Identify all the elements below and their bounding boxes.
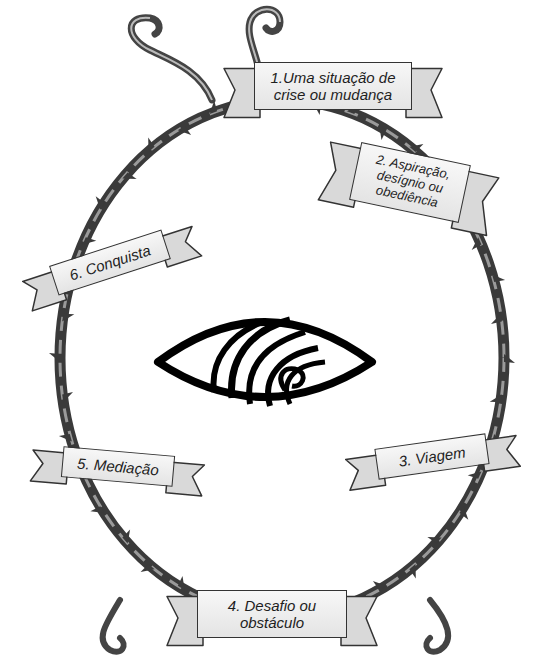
vine-curl <box>131 18 212 100</box>
thorn <box>409 564 415 578</box>
stage-label: 6. Conquista <box>60 238 160 285</box>
eye-symbol <box>158 320 372 406</box>
stage-label: 4. Desafio ou obstáculo <box>206 597 338 632</box>
thorn <box>96 196 105 209</box>
thorn <box>59 434 72 442</box>
stage-label: 1.Uma situação de crise ou mudança <box>263 69 403 104</box>
thorn <box>141 564 155 572</box>
ribbon-banner: 5. Mediação <box>61 446 175 487</box>
thorn <box>178 576 185 590</box>
vine-highlight <box>131 18 212 100</box>
ribbon-tails <box>23 69 521 646</box>
stage-label: 2. Aspiração, desígnio ou obediência <box>359 150 460 213</box>
thorn <box>427 537 441 544</box>
vine-ring <box>60 100 504 616</box>
vine-curl <box>103 600 124 652</box>
thorn <box>409 144 423 152</box>
thorn <box>148 138 154 152</box>
thorn <box>122 530 130 544</box>
thorn <box>49 353 60 362</box>
vine-curl <box>426 600 448 652</box>
thorn <box>122 173 136 180</box>
thorns <box>49 89 515 627</box>
ribbon-banner: 3. Viagem <box>374 433 489 480</box>
thorn <box>472 237 482 250</box>
thorn <box>62 314 74 322</box>
ribbon-banner: 2. Aspiração, desígnio ou obediência <box>349 141 471 222</box>
ribbon-tail <box>23 226 202 310</box>
thorn <box>83 237 97 244</box>
thorn <box>490 394 502 402</box>
ribbon-tail <box>318 142 499 235</box>
thorn <box>379 126 386 140</box>
vine-texture <box>60 100 504 616</box>
thorn <box>62 392 73 402</box>
thorn <box>491 314 502 324</box>
thorn <box>373 581 386 590</box>
thorn <box>90 506 104 513</box>
stage-label: 5. Mediação <box>70 453 165 478</box>
thorn <box>178 126 191 135</box>
ribbon-banner: 4. Desafio ou obstáculo <box>197 590 347 639</box>
thorn <box>460 506 469 519</box>
thorn <box>492 274 505 282</box>
ribbon-banner: 1.Uma situação de crise ou mudança <box>254 62 412 111</box>
ribbon-banner: 6. Conquista <box>49 229 171 295</box>
thorn <box>504 354 515 363</box>
thorn <box>210 101 217 114</box>
stage-label: 3. Viagem <box>384 441 479 471</box>
thorn <box>468 472 482 479</box>
